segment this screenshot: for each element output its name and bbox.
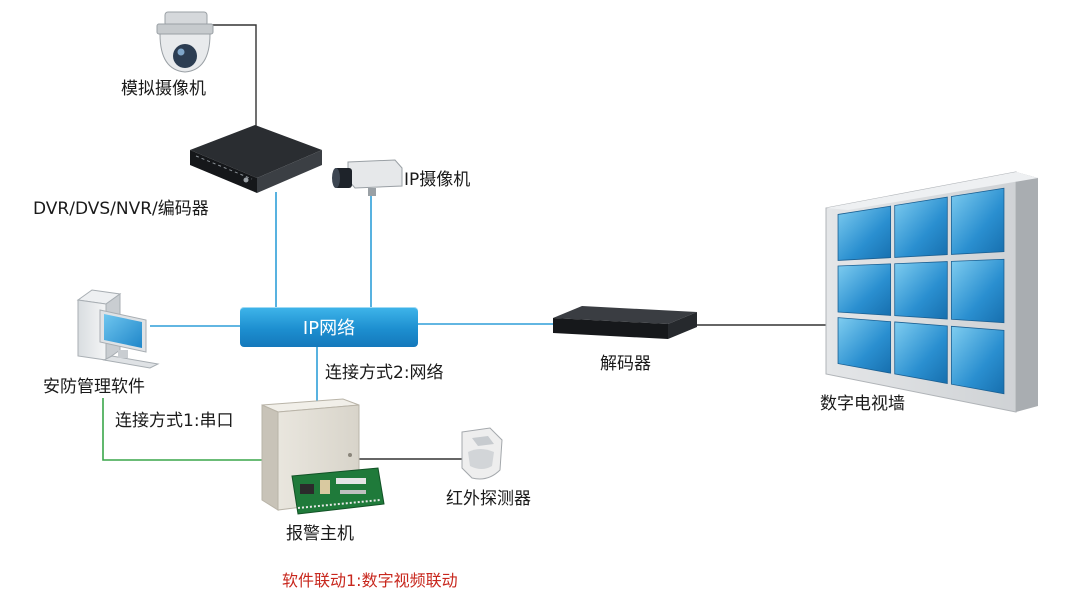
- network-lines: [150, 192, 553, 405]
- analog-camera-icon: [156, 11, 214, 73]
- video-wall-panel: [837, 205, 892, 261]
- ip-camera-icon: [332, 159, 403, 196]
- serial-line: [102, 398, 277, 461]
- ir-detector-icon: [461, 427, 503, 480]
- video-wall-panels: [837, 187, 1005, 395]
- pc-icon: [76, 289, 160, 369]
- video-wall-panel: [950, 187, 1005, 255]
- ip-camera-label: IP摄像机: [404, 170, 471, 190]
- video-wall-panel: [950, 258, 1005, 324]
- device-lines: [205, 24, 826, 460]
- link-analogcam-dvr: [205, 24, 257, 130]
- video-wall-panel: [894, 196, 948, 258]
- video-wall-panel: [837, 263, 892, 316]
- video-wall-panel: [950, 325, 1005, 395]
- connection-method-2-label: 连接方式2:网络: [325, 363, 444, 383]
- video-wall-panel: [894, 321, 948, 384]
- video-wall-panel: [837, 317, 892, 374]
- ip-network-box: IP网络: [240, 307, 418, 347]
- video-wall-label: 数字电视墙: [820, 394, 905, 414]
- ip-network-label: IP网络: [302, 318, 356, 339]
- decoder-label: 解码器: [600, 354, 651, 374]
- ir-detector-label: 红外探测器: [446, 489, 531, 509]
- linkage-caption: 软件联动1:数字视频联动: [282, 571, 458, 590]
- decoder-icon: [553, 306, 697, 339]
- analog-camera-label: 模拟摄像机: [121, 79, 206, 99]
- dvr-icon: [190, 125, 322, 193]
- security-software-label: 安防管理软件: [43, 377, 145, 397]
- video-wall-panel: [894, 261, 948, 320]
- dvr-label: DVR/DVS/NVR/编码器: [33, 199, 209, 219]
- connection-method-1-label: 连接方式1:串口: [115, 411, 234, 431]
- alarm-host-icon: [261, 398, 385, 515]
- alarm-host-label: 报警主机: [286, 524, 354, 544]
